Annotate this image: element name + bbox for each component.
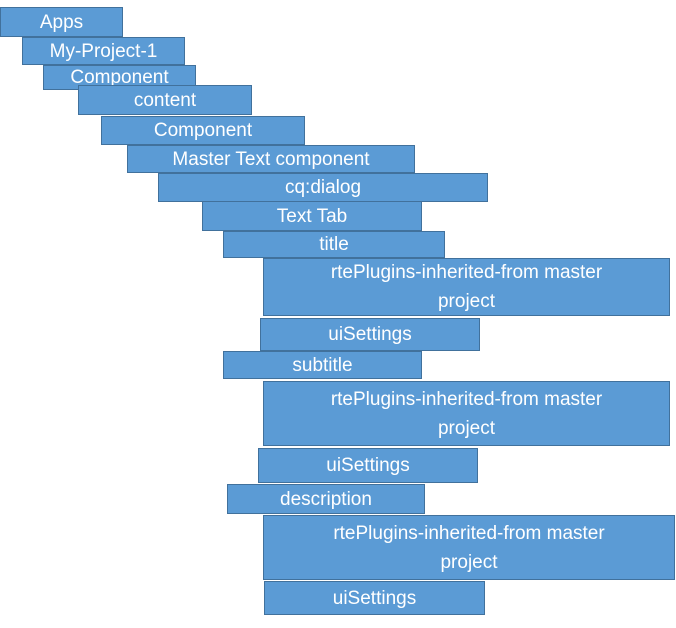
node-label: cq:dialog [284,177,362,198]
node-apps: Apps [0,7,123,37]
node-label: My-Project-1 [49,40,158,62]
node-label: Master Text component [172,148,370,170]
node-master-text-component: Master Text component [127,145,415,173]
node-rteplugins-description: rtePlugins-inherited-from master project [263,515,675,580]
node-text-tab: Text Tab [202,201,422,231]
node-label: rtePlugins-inherited-from master project [333,522,610,573]
node-label: Component [153,120,253,141]
node-label: uiSettings [326,455,410,476]
node-label: description [280,488,372,510]
node-label: Component [70,67,169,88]
node-label: Apps [39,11,84,33]
node-description: description [227,484,425,514]
node-uisettings-title: uiSettings [260,318,480,351]
node-my-project-1: My-Project-1 [22,37,185,65]
node-component-2: Component [101,116,305,145]
node-subtitle: subtitle [223,351,422,379]
node-cq-dialog: cq:dialog [158,173,488,202]
node-label: uiSettings [332,587,417,609]
node-label: subtitle [292,354,353,376]
node-content: content [78,85,252,115]
node-rteplugins-subtitle: rtePlugins-inherited-from master project [263,381,670,446]
node-label: title [319,234,349,255]
node-title: title [223,231,445,258]
node-label: content [133,89,197,111]
node-uisettings-description: uiSettings [264,581,485,615]
node-label: Text Tab [276,205,348,227]
node-rteplugins-title: rtePlugins-inherited-from master project [263,258,670,316]
node-label: uiSettings [328,324,412,345]
node-uisettings-subtitle: uiSettings [258,448,478,483]
node-label: rtePlugins-inherited-from master project [330,262,608,312]
node-label: rtePlugins-inherited-from master project [330,388,608,439]
